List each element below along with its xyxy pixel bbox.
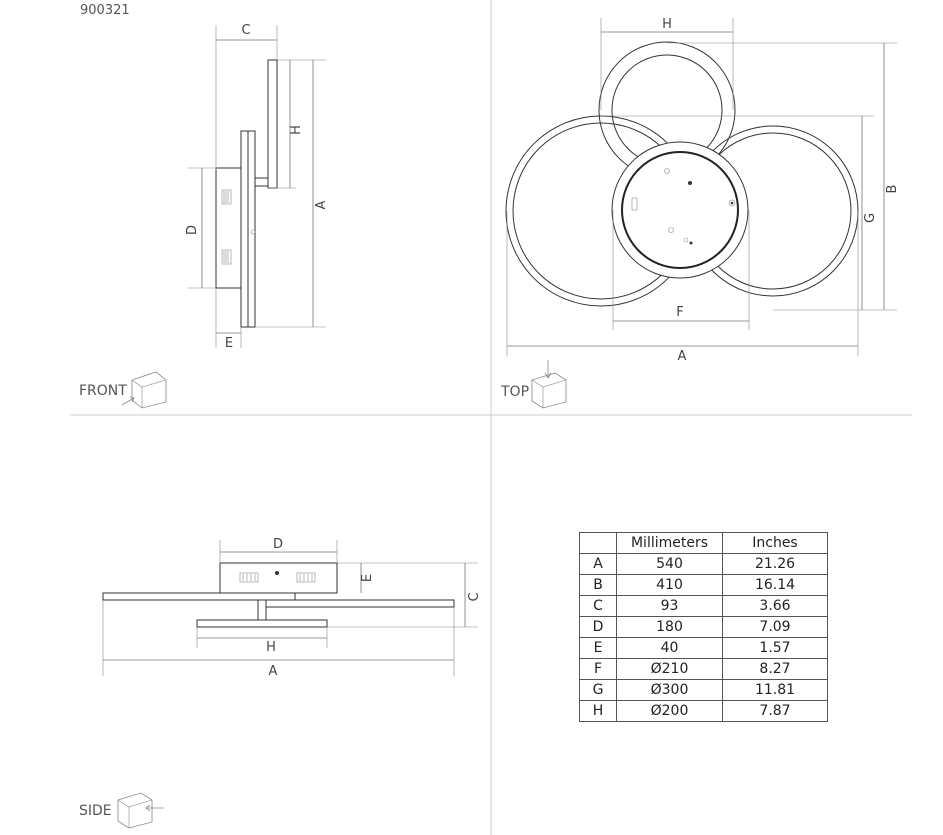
side-ring-profile-2 xyxy=(265,599,455,608)
table-cell-mm: Ø210 xyxy=(616,658,723,680)
table-header-cell xyxy=(579,532,617,554)
table-cell-mm: Ø200 xyxy=(616,700,723,722)
table-cell-mm: 540 xyxy=(616,553,723,575)
dim-f-top-label: F xyxy=(676,305,683,320)
dim-d-side-label: D xyxy=(273,537,283,552)
front-slot-bottom xyxy=(221,249,232,265)
dim-e-side-label: E xyxy=(360,574,375,582)
dim-c-front-label: C xyxy=(241,23,250,38)
dim-d-front-label: D xyxy=(185,225,200,235)
front-slot-top xyxy=(221,189,232,205)
front-top-ring-profile xyxy=(267,59,278,189)
side-view-cube-icon xyxy=(117,792,164,829)
side-ring-profile-3 xyxy=(196,619,328,628)
top-view-cube-icon xyxy=(531,360,567,409)
side-canopy xyxy=(219,562,338,594)
table-cell-in: 7.09 xyxy=(722,616,828,638)
front-ring-profile-right xyxy=(247,130,256,328)
table-header-cell: Inches xyxy=(722,532,828,554)
dim-g-top-label: G xyxy=(863,213,878,223)
table-cell-in: 21.26 xyxy=(722,553,828,575)
table-row: B 410 16.14 xyxy=(579,574,828,596)
front-canopy xyxy=(215,167,242,289)
table-cell-in: 11.81 xyxy=(722,679,828,701)
table-row: A 540 21.26 xyxy=(579,553,828,575)
dim-e-front-label: E xyxy=(225,336,233,351)
table-cell-key: A xyxy=(579,553,617,575)
front-ring-profile-left xyxy=(240,130,249,328)
table-row: H Ø200 7.87 xyxy=(579,700,828,722)
table-cell-key: H xyxy=(579,700,617,722)
front-arm xyxy=(254,177,269,187)
table-cell-in: 16.14 xyxy=(722,574,828,596)
product-code: 900321 xyxy=(80,3,130,18)
dimension-table: Millimeters Inches A 540 21.26 B 410 16.… xyxy=(579,532,828,722)
side-arm xyxy=(257,599,267,621)
side-view: D E C H A SIDE xyxy=(79,537,482,829)
table-cell-key: E xyxy=(579,637,617,659)
table-cell-in: 3.66 xyxy=(722,595,828,617)
table-row: G Ø300 11.81 xyxy=(579,679,828,701)
table-cell-key: D xyxy=(579,616,617,638)
dim-h-front-label: H xyxy=(289,125,304,135)
table-cell-mm: 40 xyxy=(616,637,723,659)
side-slot-right xyxy=(296,572,316,583)
table-cell-mm: Ø300 xyxy=(616,679,723,701)
table-cell-in: 7.87 xyxy=(722,700,828,722)
table-row: E 40 1.57 xyxy=(579,637,828,659)
dim-h-side-label: H xyxy=(266,640,276,655)
dim-h-top-label: H xyxy=(662,17,672,32)
table-cell-mm: 410 xyxy=(616,574,723,596)
table-row: C 93 3.66 xyxy=(579,595,828,617)
table-cell-key: G xyxy=(579,679,617,701)
table-row: D 180 7.09 xyxy=(579,616,828,638)
dim-b-top-label: B xyxy=(885,185,900,194)
table-header-row: Millimeters Inches xyxy=(579,532,828,554)
dim-c-side-label: C xyxy=(467,592,482,601)
dim-a-front-label: A xyxy=(314,200,329,209)
table-cell-key: F xyxy=(579,658,617,680)
top-view-label: TOP xyxy=(500,384,529,400)
table-header-cell: Millimeters xyxy=(616,532,723,554)
side-ring-profile-1 xyxy=(102,592,296,601)
table-cell-mm: 93 xyxy=(616,595,723,617)
top-view: H B G F A TOP xyxy=(500,17,900,409)
side-slot-left xyxy=(239,572,259,583)
table-row: F Ø210 8.27 xyxy=(579,658,828,680)
table-cell-in: 8.27 xyxy=(722,658,828,680)
front-view: C H A D E FRONT xyxy=(79,23,329,409)
dim-a-side-label: A xyxy=(269,664,278,679)
top-canopy-inner xyxy=(621,151,739,269)
table-cell-key: B xyxy=(579,574,617,596)
side-view-label: SIDE xyxy=(79,803,112,819)
table-cell-in: 1.57 xyxy=(722,637,828,659)
front-view-cube-icon xyxy=(121,371,167,409)
front-view-label: FRONT xyxy=(79,383,127,399)
table-cell-mm: 180 xyxy=(616,616,723,638)
table-cell-key: C xyxy=(579,595,617,617)
dim-a-top-label: A xyxy=(678,349,687,364)
